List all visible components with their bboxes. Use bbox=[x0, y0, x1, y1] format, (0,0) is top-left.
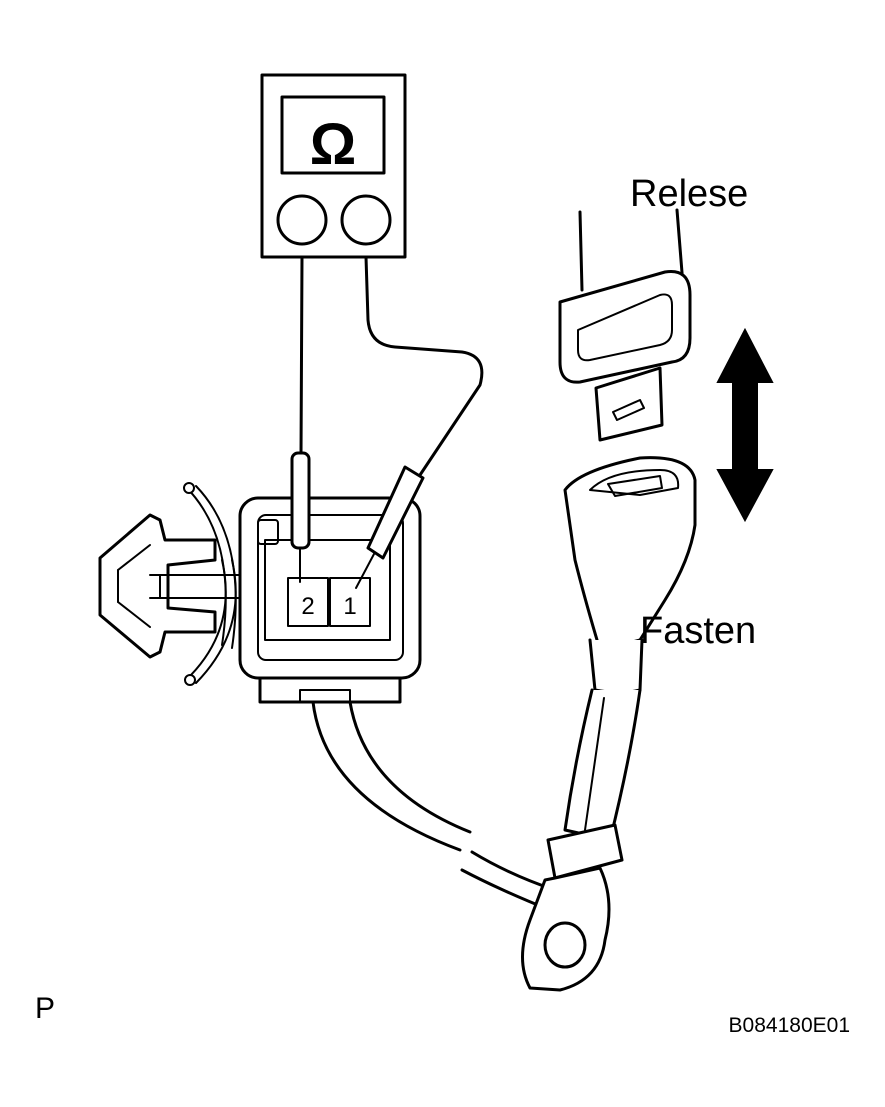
probe-lead-right bbox=[364, 255, 484, 477]
connector-clip bbox=[98, 482, 241, 686]
wire-harness bbox=[311, 700, 557, 912]
pin-label-1: 1 bbox=[343, 593, 356, 620]
corner-mark: P bbox=[35, 992, 55, 1025]
probe-tip-right bbox=[355, 465, 425, 589]
buckle-cable-collar bbox=[546, 823, 624, 880]
fasten-label: Fasten bbox=[640, 610, 756, 652]
meter-terminal-left bbox=[276, 194, 328, 246]
connector-lock-tab bbox=[257, 519, 279, 545]
figure-code: B084180E01 bbox=[729, 1014, 850, 1037]
release-label: Relese bbox=[630, 173, 748, 215]
buckle bbox=[521, 456, 697, 992]
pin-label-2: 2 bbox=[301, 593, 314, 620]
ohmmeter: Ω bbox=[260, 73, 407, 259]
ohmmeter-display bbox=[280, 95, 386, 175]
probe-tip-left bbox=[290, 451, 311, 583]
probe-lead-left bbox=[299, 255, 304, 457]
probe-leads bbox=[299, 255, 484, 477]
meter-terminal-right bbox=[340, 194, 392, 246]
connector-pin-1 bbox=[329, 577, 371, 627]
double-arrow-icon bbox=[716, 327, 774, 523]
ohm-symbol: Ω bbox=[310, 112, 357, 177]
anchor-bolt-hole bbox=[543, 921, 587, 969]
belt-tongue bbox=[558, 208, 692, 442]
connector-pin-2 bbox=[287, 577, 329, 627]
